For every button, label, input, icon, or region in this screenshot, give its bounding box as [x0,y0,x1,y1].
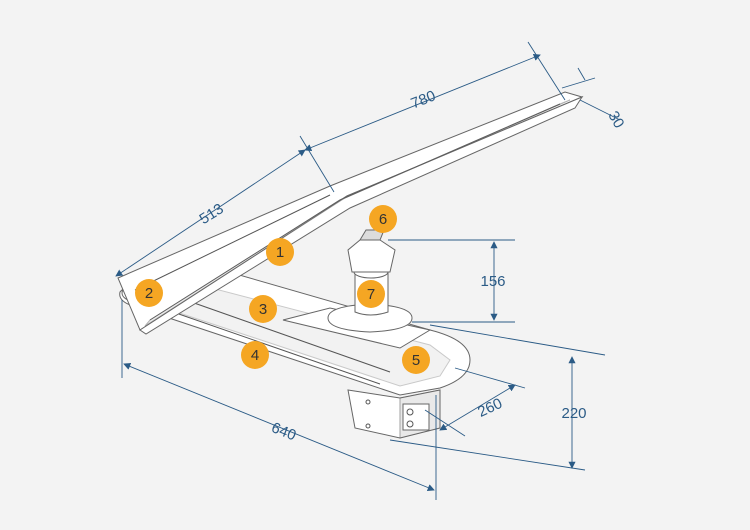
dim-total-height: 220 [561,405,586,422]
svg-text:6: 6 [379,211,387,228]
svg-text:7: 7 [367,286,375,303]
callout-7[interactable]: 7 [357,280,385,308]
svg-text:2: 2 [145,285,153,302]
callout-6[interactable]: 6 [369,205,397,233]
callout-3[interactable]: 3 [249,295,277,323]
callout-5[interactable]: 5 [402,346,430,374]
dimension-lines [115,41,621,500]
dim-body-length: 640 [269,419,299,444]
svg-text:1: 1 [276,244,284,261]
svg-text:4: 4 [251,347,259,364]
dim-panel-length: 780 [409,87,439,112]
callout-4[interactable]: 4 [241,341,269,369]
dim-panel-width: 513 [196,200,226,228]
callout-1[interactable]: 1 [266,238,294,266]
solar-panel [117,91,584,335]
dim-body-width: 260 [475,395,505,421]
dim-panel-thickness: 30 [604,108,627,131]
svg-text:5: 5 [412,352,420,369]
svg-text:3: 3 [259,301,267,318]
callout-2[interactable]: 2 [135,279,163,307]
dim-pole-height: 156 [480,273,505,290]
mounting-bracket [347,389,441,439]
